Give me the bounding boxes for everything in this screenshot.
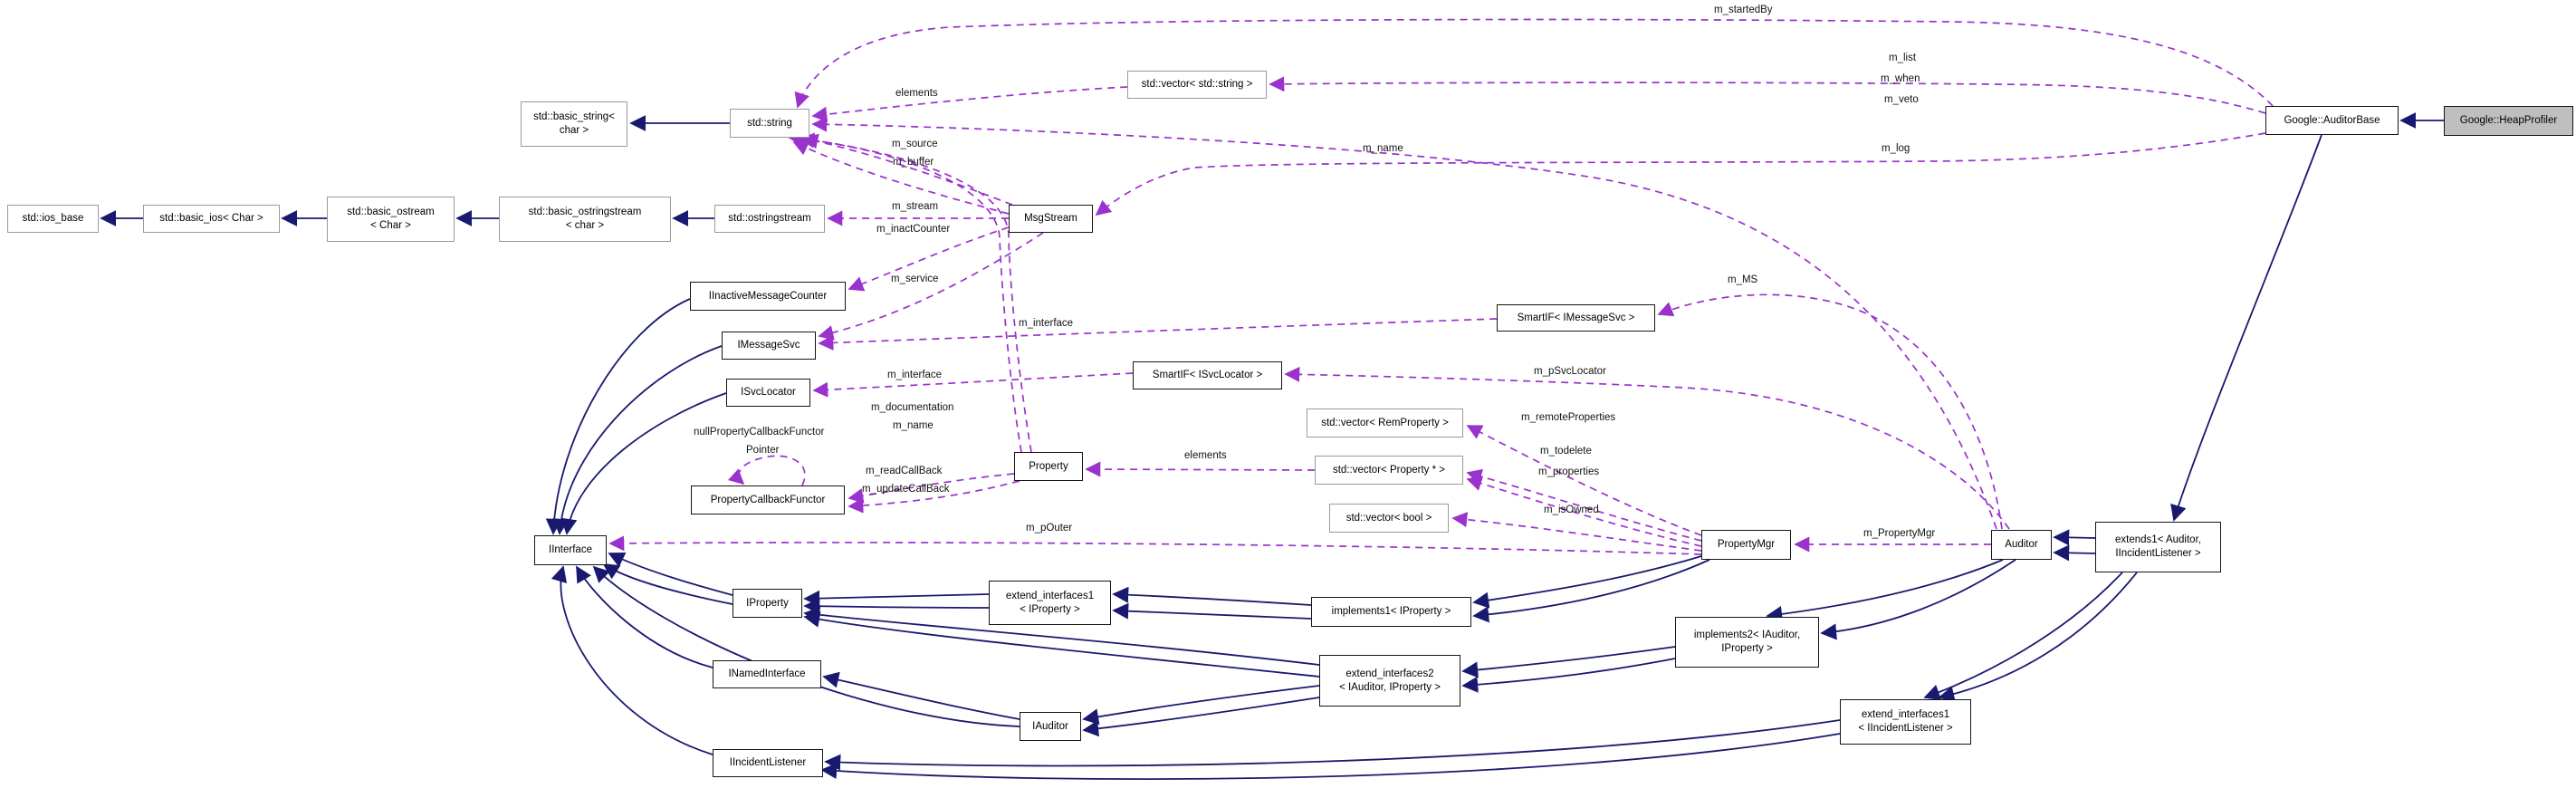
edge-label-m-remoteproperties: m_remoteProperties [1521, 412, 1616, 423]
node-isvclocator[interactable]: ISvcLocator [726, 379, 810, 407]
node-smartif-imessagesvc[interactable]: SmartIF< IMessageSvc > [1497, 304, 1655, 332]
edge-label-elements-property: elements [1184, 450, 1227, 461]
node-std-vector-string: std::vector< std::string > [1127, 71, 1267, 99]
node-google-heapprofiler: Google::HeapProfiler [2444, 106, 2573, 136]
node-std-vector-remproperty: std::vector< RemProperty > [1307, 409, 1463, 437]
edge-label-nullpropertycallbackfunctor-pointer: Pointer [746, 445, 780, 456]
node-extend-interfaces1-iincidentlistener[interactable]: extend_interfaces1< IIncidentListener > [1840, 699, 1971, 745]
edge-label-m-log: m_log [1882, 143, 1910, 154]
node-std-ostringstream: std::ostringstream [714, 205, 825, 233]
edge-label-m-ms: m_MS [1728, 274, 1758, 285]
edge-label-nullpropertycallbackfunctor: nullPropertyCallbackFunctor [694, 427, 825, 437]
edge-label-m-updatecallback: m_updateCallBack [862, 484, 950, 495]
node-inamedinterface[interactable]: INamedInterface [713, 660, 821, 688]
node-propertycallbackfunctor[interactable]: PropertyCallbackFunctor [691, 486, 845, 514]
node-auditor[interactable]: Auditor [1991, 530, 2052, 560]
edge-label-m-todelete: m_todelete [1540, 446, 1592, 457]
node-extend-interfaces1-iproperty[interactable]: extend_interfaces1< IProperty > [989, 581, 1111, 625]
node-iinactivemessagecounter[interactable]: IInactiveMessageCounter [690, 282, 846, 311]
usage-edges [608, 18, 2274, 555]
node-iproperty[interactable]: IProperty [733, 589, 802, 618]
edge-label-m-isowned: m_isOwned [1544, 505, 1599, 515]
node-iincidentlistener[interactable]: IIncidentListener [713, 749, 823, 777]
edge-label-m-when: m_when [1881, 73, 1920, 84]
node-std-vector-bool: std::vector< bool > [1329, 504, 1449, 533]
node-std-basic-ios: std::basic_ios< Char > [143, 205, 280, 233]
node-extend-interfaces2-iauditor-iproperty[interactable]: extend_interfaces2< IAuditor, IProperty … [1319, 655, 1460, 707]
inheritance-edges [100, 112, 2444, 780]
node-implements1-iproperty[interactable]: implements1< IProperty > [1311, 597, 1471, 627]
node-implements2-iauditor-iproperty[interactable]: implements2< IAuditor,IProperty > [1675, 617, 1819, 668]
node-std-string: std::string [730, 109, 809, 138]
edge-label-m-list: m_list [1889, 53, 1917, 63]
edge-label-m-name-property: m_name [893, 420, 934, 431]
edge-label-m-service: m_service [891, 274, 939, 284]
node-extends1-auditor[interactable]: extends1< Auditor,IIncidentListener > [2095, 522, 2221, 572]
node-iauditor[interactable]: IAuditor [1020, 712, 1081, 741]
edge-label-elements-top: elements [895, 88, 938, 99]
edge-label-m-veto: m_veto [1884, 94, 1919, 105]
node-property[interactable]: Property [1014, 452, 1083, 481]
edge-label-m-documentation: m_documentation [871, 402, 954, 413]
node-std-vector-property-ptr: std::vector< Property * > [1315, 456, 1463, 485]
edge-label-m-source: m_source [892, 139, 938, 149]
edge-label-m-properties: m_properties [1538, 466, 1600, 477]
edge-label-m-propertymgr: m_PropertyMgr [1863, 528, 1936, 539]
node-propertymgr[interactable]: PropertyMgr [1701, 530, 1791, 560]
node-std-basic-ostringstream: std::basic_ostringstream< char > [499, 197, 671, 242]
edge-label-m-pouter: m_pOuter [1026, 523, 1073, 534]
edge-label-m-buffer: m_buffer [893, 157, 934, 168]
edge-label-m-interface-1: m_interface [1019, 318, 1074, 329]
node-smartif-isvclocator[interactable]: SmartIF< ISvcLocator > [1133, 361, 1282, 389]
edge-label-m-startedby: m_startedBy [1714, 5, 1773, 15]
node-msgstream[interactable]: MsgStream [1009, 205, 1093, 233]
edge-label-m-name-auditor: m_name [1363, 143, 1403, 154]
node-std-basic-ostream: std::basic_ostream< Char > [327, 197, 455, 242]
node-imessagesvc[interactable]: IMessageSvc [722, 332, 816, 360]
edge-label-m-interface-2: m_interface [887, 370, 943, 380]
node-google-auditorbase[interactable]: Google::AuditorBase [2265, 106, 2399, 135]
edge-label-m-readcallback: m_readCallBack [866, 466, 943, 476]
node-std-ios-base: std::ios_base [7, 205, 99, 233]
edge-label-m-inactcounter: m_inactCounter [876, 224, 951, 235]
node-std-basic-string: std::basic_string<char > [521, 101, 627, 147]
edge-label-m-stream: m_stream [892, 201, 939, 212]
edge-label-m-psvclocator: m_pSvcLocator [1534, 366, 1606, 377]
node-iinterface[interactable]: IInterface [534, 535, 607, 565]
